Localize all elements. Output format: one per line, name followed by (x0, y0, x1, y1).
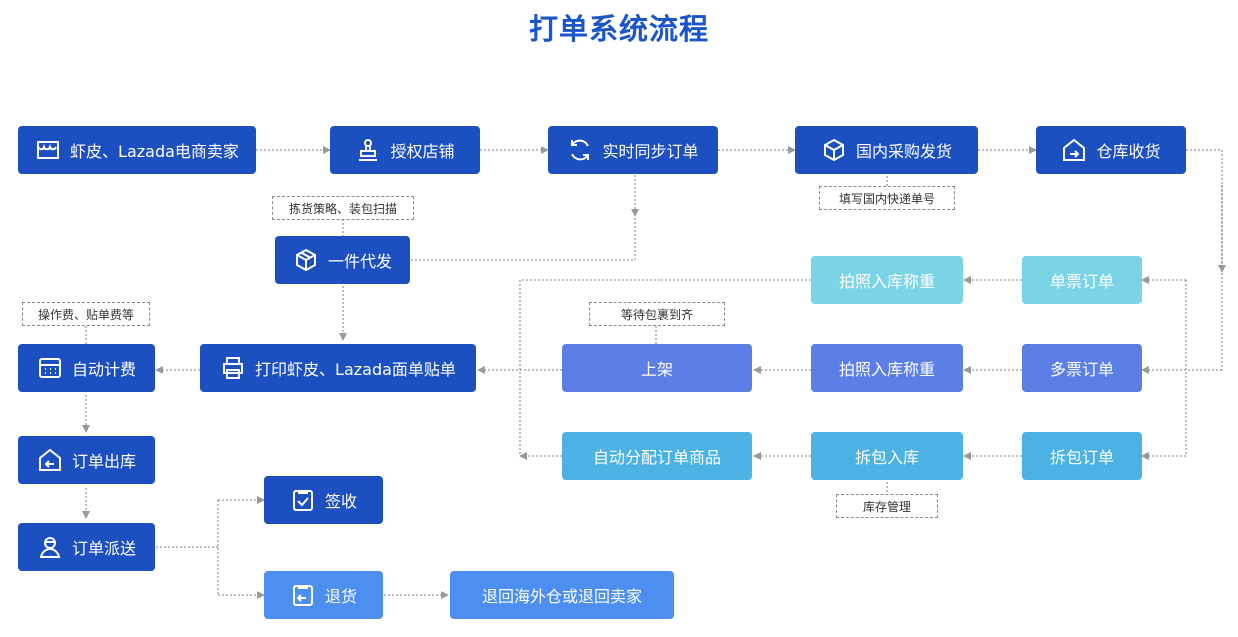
node-label: 单票订单 (1049, 272, 1114, 291)
node-label: 订单出库 (71, 452, 136, 471)
return-icon (290, 582, 316, 608)
node-label: 上架 (640, 360, 673, 379)
node-label: 授权店铺 (390, 142, 455, 161)
node-label: 退货 (324, 587, 357, 606)
node-label: 自动计费 (71, 360, 136, 379)
note-wait: 等待包裹到齐 (589, 302, 725, 326)
node-label: 拍照入库称重 (838, 360, 935, 379)
node-purchase[interactable]: 国内采购发货 (795, 126, 978, 174)
node-label: 拍照入库称重 (838, 272, 935, 291)
node-billing[interactable]: 自动计费 (18, 344, 155, 392)
node-label: 国内采购发货 (855, 142, 952, 161)
calculator-icon (37, 355, 63, 381)
printer-icon (220, 355, 246, 381)
node-dropship[interactable]: 一件代发 (275, 236, 410, 284)
node-label: 拆包订单 (1049, 448, 1114, 467)
node-photo-weigh-2[interactable]: 拍照入库称重 (811, 344, 963, 392)
node-return-destination[interactable]: 退回海外仓或退回卖家 (450, 571, 674, 619)
store-icon (35, 137, 61, 163)
warehouse-out-icon (37, 447, 63, 473)
checklist-icon (290, 487, 316, 513)
node-photo-weigh-1[interactable]: 拍照入库称重 (811, 256, 963, 304)
node-sign[interactable]: 签收 (264, 476, 383, 524)
node-auto-assign[interactable]: 自动分配订单商品 (562, 432, 752, 480)
node-label: 打印虾皮、Lazada面单贴单 (255, 360, 456, 379)
node-split-in[interactable]: 拆包入库 (811, 432, 963, 480)
node-label: 拆包入库 (854, 448, 919, 467)
node-label: 虾皮、Lazada电商卖家 (70, 142, 239, 161)
node-single-order[interactable]: 单票订单 (1022, 256, 1142, 304)
node-label: 签收 (324, 492, 357, 511)
node-label: 仓库收货 (1096, 142, 1161, 161)
sync-icon (567, 137, 593, 163)
node-auth[interactable]: 授权店铺 (330, 126, 480, 174)
page-title: 打单系统流程 (528, 12, 709, 46)
node-return[interactable]: 退货 (264, 571, 383, 619)
package-icon (293, 247, 319, 273)
note-fees: 操作费、贴单费等 (22, 302, 150, 326)
warehouse-in-icon (1061, 137, 1087, 163)
note-tracking: 填写国内快递单号 (819, 186, 955, 210)
node-dispatch[interactable]: 订单派送 (18, 523, 155, 571)
node-label: 一件代发 (327, 252, 392, 271)
node-label: 自动分配订单商品 (592, 448, 721, 467)
node-shelf[interactable]: 上架 (562, 344, 752, 392)
node-warehouse[interactable]: 仓库收货 (1036, 126, 1186, 174)
node-print[interactable]: 打印虾皮、Lazada面单贴单 (200, 344, 476, 392)
stamp-icon (355, 137, 381, 163)
node-label: 多票订单 (1049, 360, 1114, 379)
node-outbound[interactable]: 订单出库 (18, 436, 155, 484)
node-label: 实时同步订单 (602, 142, 699, 161)
note-inventory: 库存管理 (836, 494, 938, 518)
node-sync[interactable]: 实时同步订单 (548, 126, 718, 174)
node-seller[interactable]: 虾皮、Lazada电商卖家 (18, 126, 256, 174)
node-multi-order[interactable]: 多票订单 (1022, 344, 1142, 392)
node-label: 退回海外仓或退回卖家 (481, 587, 642, 606)
note-pick: 拣货策略、装包扫描 (272, 196, 414, 220)
node-split-order[interactable]: 拆包订单 (1022, 432, 1142, 480)
box-icon (821, 137, 847, 163)
node-label: 订单派送 (71, 539, 136, 558)
courier-icon (37, 534, 63, 560)
